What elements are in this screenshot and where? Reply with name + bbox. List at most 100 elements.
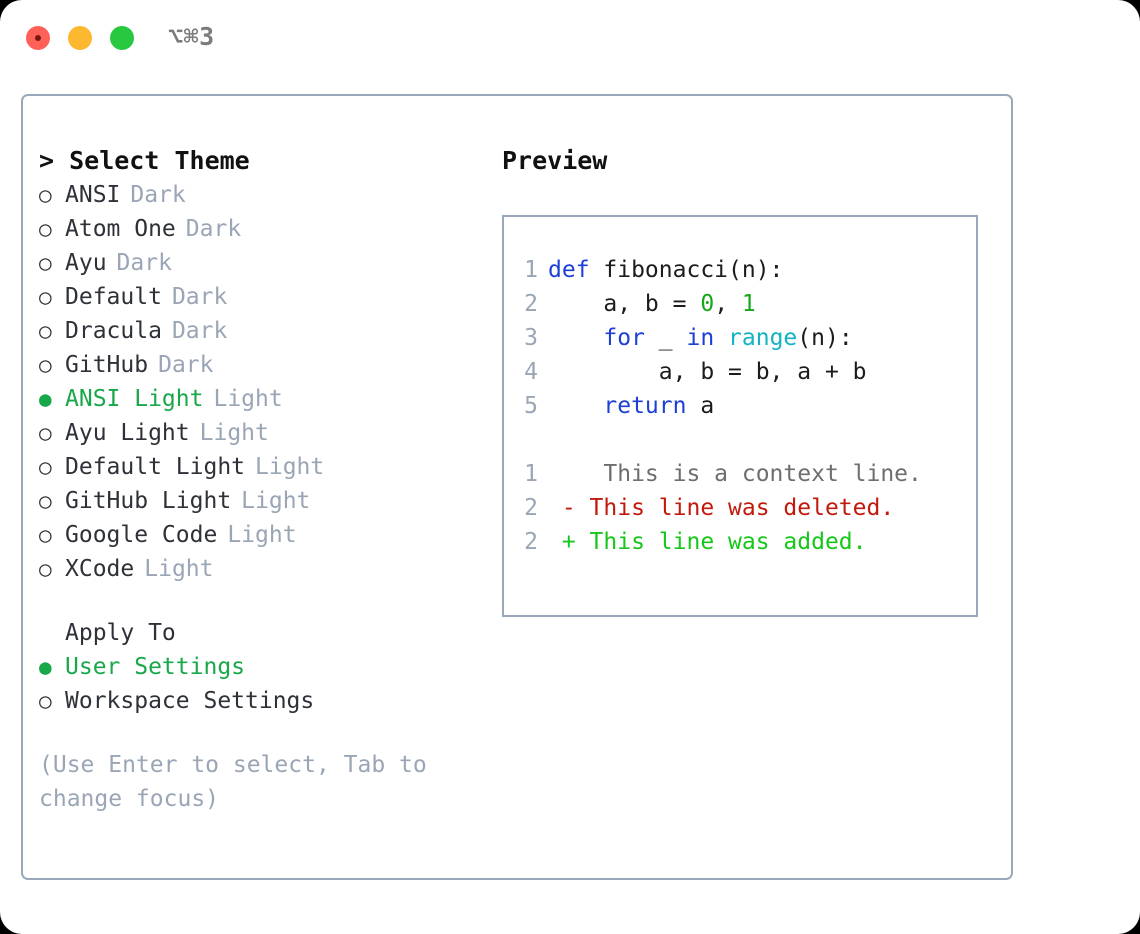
radio-unselected-icon: ○: [39, 689, 52, 713]
diff-line-number: 2: [524, 529, 538, 555]
apply-to-list[interactable]: ● User Settings ○ Workspace Settings: [39, 650, 489, 718]
keyboard-hint-text: (Use Enter to select, Tab to change focu…: [39, 752, 441, 812]
theme-option-variant: Dark: [171, 284, 228, 310]
theme-option-default-light[interactable]: ○ Default Light Light: [39, 450, 489, 484]
code-line-number: 4: [524, 359, 538, 385]
code-line: 5 return a: [504, 389, 976, 423]
radio-unselected-icon: ○: [39, 353, 52, 377]
close-button-icon[interactable]: [26, 26, 50, 50]
theme-option-atom-one[interactable]: ○ Atom One Dark: [39, 212, 489, 246]
preview-separator: [504, 423, 976, 457]
code-line: 4 a, b = b, a + b: [504, 355, 976, 389]
diff-line: 2 + This line was added.: [504, 525, 976, 559]
code-token-pl: fibonacci(n):: [603, 257, 784, 283]
theme-option-variant: Light: [255, 454, 325, 480]
theme-option-label: Default: [65, 284, 162, 310]
preview-header: Preview: [502, 146, 608, 175]
code-line-number: 1: [524, 257, 538, 283]
theme-option-label: Atom One: [65, 216, 176, 242]
radio-unselected-icon: ○: [39, 421, 52, 445]
theme-option-label: Ayu: [65, 250, 107, 276]
code-token-pl: [548, 393, 603, 419]
radio-unselected-icon: ○: [39, 285, 52, 309]
theme-option-label: Google Code: [65, 522, 218, 548]
theme-option-label: XCode: [65, 556, 135, 582]
theme-option-label: ANSI: [65, 182, 121, 208]
apply-to-option-label: User Settings: [65, 654, 246, 680]
code-line-number: 2: [524, 291, 538, 317]
code-token-pl: a, b =: [548, 291, 701, 317]
code-token-pl: ,: [714, 291, 742, 317]
theme-option-ayu[interactable]: ○ Ayu Dark: [39, 246, 489, 280]
apply-to-option-user-settings[interactable]: ● User Settings: [39, 650, 489, 684]
theme-option-variant: Light: [227, 522, 297, 548]
theme-option-variant: Dark: [171, 318, 228, 344]
theme-option-label: GitHub Light: [65, 488, 232, 514]
code-line-text: a, b = b, a + b: [548, 355, 867, 389]
theme-option-dracula[interactable]: ○ Dracula Dark: [39, 314, 489, 348]
theme-option-label: Default Light: [65, 454, 246, 480]
radio-selected-icon: ●: [39, 655, 52, 679]
theme-option-variant: Dark: [185, 216, 242, 242]
radio-selected-icon: ●: [39, 387, 52, 411]
code-token-kw: for: [603, 325, 659, 351]
theme-option-ansi[interactable]: ○ ANSI Dark: [39, 178, 489, 212]
window-controls: [26, 26, 134, 50]
keyboard-shortcut-label: ⌥⌘3: [168, 22, 215, 51]
theme-option-default[interactable]: ○ Default Dark: [39, 280, 489, 314]
diff-sample: 1 This is a context line.2 - This line w…: [504, 457, 976, 559]
radio-unselected-icon: ○: [39, 455, 52, 479]
minimize-button-icon[interactable]: [68, 26, 92, 50]
theme-option-label: Dracula: [65, 318, 162, 344]
radio-unselected-icon: ○: [39, 319, 52, 343]
diff-line-number: 2: [524, 495, 538, 521]
apply-to-option-label: Workspace Settings: [65, 688, 315, 714]
radio-unselected-icon: ○: [39, 183, 52, 207]
theme-option-variant: Dark: [116, 250, 172, 276]
code-line-number: 5: [524, 393, 538, 419]
radio-unselected-icon: ○: [39, 523, 52, 547]
apply-to-option-workspace-settings[interactable]: ○ Workspace Settings: [39, 684, 489, 718]
theme-option-variant: Light: [213, 386, 283, 412]
code-token-pl: (n):: [797, 325, 853, 351]
code-token-pl: [548, 325, 603, 351]
code-token-kw: in: [686, 325, 729, 351]
zoom-button-icon[interactable]: [110, 26, 134, 50]
theme-option-label: GitHub: [65, 352, 149, 378]
diff-line: 2 - This line was deleted.: [504, 491, 976, 525]
theme-option-variant: Dark: [158, 352, 214, 378]
code-line-text: a, b = 0, 1: [548, 287, 756, 321]
code-token-bi: range: [728, 325, 798, 351]
diff-line-text-del: - This line was deleted.: [548, 495, 895, 521]
code-line: 1 def fibonacci(n):: [504, 253, 976, 287]
code-line: 2 a, b = 0, 1: [504, 287, 976, 321]
theme-option-variant: Dark: [130, 182, 186, 208]
code-line: 3 for _ in range(n):: [504, 321, 976, 355]
select-theme-header: > Select Theme: [39, 146, 250, 175]
code-token-num: 1: [741, 291, 756, 317]
code-token-kw: return: [603, 393, 701, 419]
radio-unselected-icon: ○: [39, 557, 52, 581]
radio-unselected-icon: ○: [39, 217, 52, 241]
apply-to-header: Apply To: [65, 620, 176, 646]
radio-unselected-icon: ○: [39, 251, 52, 275]
code-line-text: def fibonacci(n):: [548, 253, 783, 287]
diff-line: 1 This is a context line.: [504, 457, 976, 491]
theme-option-label: Ayu Light: [65, 420, 190, 446]
code-token-pl: a, b = b, a + b: [548, 359, 867, 385]
theme-option-google-code[interactable]: ○ Google Code Light: [39, 518, 489, 552]
theme-option-github[interactable]: ○ GitHub Dark: [39, 348, 489, 382]
code-token-pl: a: [700, 393, 715, 419]
code-line-text: for _ in range(n):: [548, 321, 853, 355]
